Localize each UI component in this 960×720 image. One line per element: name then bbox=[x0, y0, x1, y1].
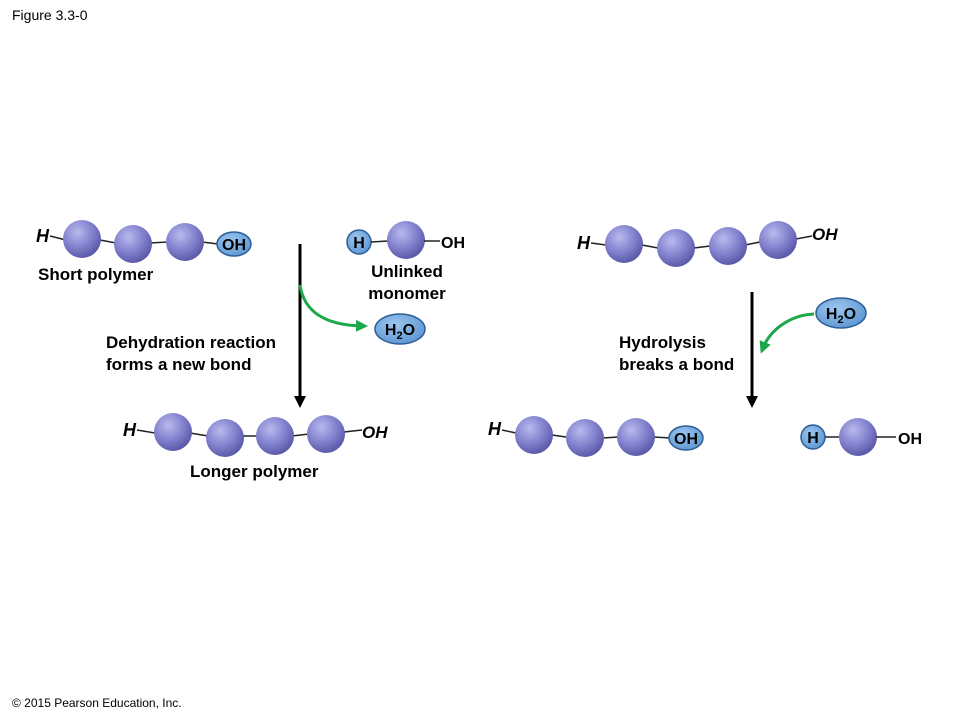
dehydration-line2: forms a new bond bbox=[106, 355, 252, 374]
water-subscript: 2 bbox=[396, 330, 402, 342]
h-label: H bbox=[123, 420, 137, 440]
monomer-sphere bbox=[617, 418, 655, 456]
water-badge: H2O bbox=[815, 297, 867, 329]
oh-badge bbox=[668, 425, 704, 451]
water-o: O bbox=[403, 322, 415, 339]
monomer-sphere bbox=[206, 419, 244, 457]
longer-polymer-label: Longer polymer bbox=[190, 462, 319, 481]
svg-text:H2O: H2O bbox=[826, 306, 856, 326]
longer-polymer: H OH bbox=[123, 413, 388, 457]
product-polymer: H OH bbox=[488, 416, 704, 457]
water-h: H bbox=[826, 306, 838, 323]
unlinked-monomer-line2: monomer bbox=[368, 284, 446, 303]
monomer-sphere bbox=[387, 221, 425, 259]
h-label: H bbox=[807, 430, 819, 447]
monomer-sphere bbox=[657, 229, 695, 267]
oh-label: OH bbox=[812, 225, 838, 244]
oh-label: OH bbox=[898, 431, 922, 448]
figure-label: Figure 3.3-0 bbox=[12, 7, 88, 23]
copyright-notice: © 2015 Pearson Education, Inc. bbox=[12, 696, 182, 710]
monomer-sphere bbox=[154, 413, 192, 451]
monomer-sphere bbox=[166, 223, 204, 261]
oh-label: OH bbox=[222, 237, 246, 254]
monomer-sphere bbox=[63, 220, 101, 258]
unlinked-monomer-line1: Unlinked bbox=[371, 262, 443, 281]
dehydration-label: Dehydration reaction forms a new bond bbox=[106, 332, 276, 376]
monomer-sphere bbox=[256, 417, 294, 455]
oh-label: OH bbox=[362, 423, 388, 442]
svg-text:H2O: H2O bbox=[385, 322, 415, 342]
oh-label: OH bbox=[674, 431, 698, 448]
h-label: H bbox=[353, 235, 365, 252]
water-badge: H2O bbox=[374, 313, 426, 345]
h-label: H bbox=[488, 419, 502, 439]
oh-badge bbox=[216, 231, 252, 257]
hydrolysis-label: Hydrolysis breaks a bond bbox=[619, 332, 734, 376]
water-h: H bbox=[385, 322, 397, 339]
h-label: H bbox=[577, 233, 591, 253]
monomer-sphere bbox=[114, 225, 152, 263]
released-monomer: H OH bbox=[800, 418, 922, 456]
hydrolysis-line1: Hydrolysis bbox=[619, 333, 706, 352]
short-polymer-label: Short polymer bbox=[38, 265, 154, 284]
h-label: H bbox=[36, 226, 50, 246]
monomer-sphere bbox=[839, 418, 877, 456]
water-subscript: 2 bbox=[837, 314, 843, 326]
polymer-before-hydrolysis: H OH bbox=[577, 221, 838, 267]
unlinked-monomer-label: Unlinked monomer bbox=[352, 261, 462, 305]
short-polymer: H OH bbox=[36, 220, 252, 263]
water-consume-arrow bbox=[759, 312, 815, 354]
monomer-sphere bbox=[709, 227, 747, 265]
dehydration-line1: Dehydration reaction bbox=[106, 333, 277, 352]
monomer-sphere bbox=[566, 419, 604, 457]
water-o: O bbox=[844, 306, 856, 323]
water-release-arrow bbox=[298, 284, 368, 332]
oh-label: OH bbox=[441, 235, 465, 252]
monomer-sphere bbox=[605, 225, 643, 263]
monomer-sphere bbox=[515, 416, 553, 454]
unlinked-monomer: H OH bbox=[346, 221, 465, 259]
monomer-sphere bbox=[307, 415, 345, 453]
hydrolysis-line2: breaks a bond bbox=[619, 355, 735, 374]
monomer-sphere bbox=[759, 221, 797, 259]
